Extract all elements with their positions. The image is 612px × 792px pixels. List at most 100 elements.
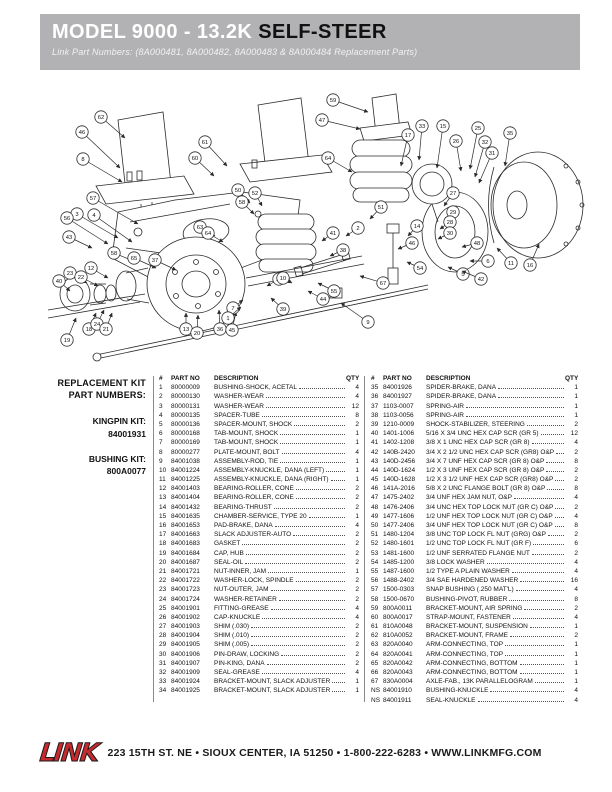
- dot-leader: [540, 434, 564, 436]
- quantity: 2: [355, 420, 359, 428]
- part-number: 1485-1200: [383, 558, 415, 566]
- callout-number: 63: [197, 225, 203, 231]
- part-description: BRACKET-MOUNT, FRAME: [426, 632, 508, 640]
- part-description: TAB-MOUNT, SHOCK: [214, 430, 279, 438]
- row-number: 17: [159, 531, 167, 539]
- row-number: 14: [159, 503, 167, 511]
- quantity: 2: [574, 531, 578, 539]
- dot-leader: [295, 498, 345, 500]
- part-description: SPIDER-BRAKE, DANA: [426, 384, 497, 392]
- callout-number: 58: [111, 251, 117, 257]
- quantity: 1: [574, 678, 578, 686]
- part-number: 800A0017: [383, 613, 413, 621]
- part-number: 1103-0056: [383, 411, 414, 419]
- callout-number: 36: [217, 327, 223, 333]
- part-number: 1480-1601: [383, 540, 415, 548]
- quantity: 2: [355, 549, 359, 557]
- callout-number: 24: [94, 322, 101, 328]
- part-description: FITTING-GREASE: [214, 604, 269, 612]
- callout-number: 32: [482, 140, 488, 146]
- part-description: SPRING-AIR: [426, 411, 464, 419]
- dot-leader: [498, 397, 564, 399]
- part-number: 80000168: [171, 430, 200, 438]
- callout-64: 64: [201, 226, 224, 243]
- part-number: 84001723: [171, 586, 200, 594]
- callout-number: 12: [88, 266, 94, 272]
- part-number: 84001683: [171, 540, 200, 548]
- part-number: 84001904: [171, 632, 200, 640]
- callout-65: 65: [127, 251, 157, 269]
- quantity: 1: [355, 439, 359, 447]
- table-header-row: # PART NO DESCRIPTION QTY: [159, 374, 359, 383]
- dot-leader: [295, 581, 345, 583]
- callout-9: 9: [340, 302, 375, 329]
- kingpin-kit-label: KINGPIN KIT:: [92, 416, 146, 427]
- row-number: 19: [159, 549, 167, 557]
- quantity: 2: [574, 604, 578, 612]
- callout-54: 54: [406, 261, 427, 275]
- callout-number: 55: [331, 289, 337, 295]
- part-description: SHOCK-STABILIZER, STEERING: [426, 420, 525, 428]
- callout-number: 13: [183, 327, 189, 333]
- part-number: 800A0011: [383, 604, 413, 612]
- dot-leader: [524, 608, 564, 610]
- quantity: 8: [574, 595, 578, 603]
- callout-22: 22: [74, 270, 99, 287]
- quantity: 1: [355, 457, 359, 465]
- dot-leader: [332, 691, 345, 693]
- callout-number: 10: [280, 276, 286, 282]
- callout-number: 67: [380, 281, 386, 287]
- dot-leader: [534, 682, 564, 684]
- callout-number: 58: [239, 200, 245, 206]
- callout-number: 64: [205, 231, 212, 237]
- part-number: 84001909: [171, 669, 200, 676]
- quantity: 4: [574, 439, 578, 447]
- part-description: PIN-KING, DANA: [214, 659, 265, 667]
- dot-leader: [554, 516, 564, 518]
- divider-sidebar-table: [153, 376, 154, 702]
- part-number: 80000136: [171, 420, 200, 428]
- dot-leader: [251, 627, 345, 629]
- quantity: 2: [574, 448, 578, 456]
- dot-leader: [547, 489, 564, 491]
- part-number: 84001903: [171, 623, 200, 631]
- quantity: 2: [574, 632, 578, 640]
- dot-leader: [509, 599, 564, 601]
- callout-number: 45: [229, 328, 235, 334]
- callout-number: 44: [320, 297, 327, 303]
- dot-leader: [526, 424, 564, 426]
- callout-45: 45: [225, 311, 239, 337]
- part-description: ARM-CONNECTING, BOTTOM: [426, 669, 518, 676]
- callout-4: 4: [87, 208, 133, 243]
- quantity: 4: [355, 522, 359, 529]
- part-number: 1481-1600: [383, 549, 415, 557]
- quantity: 8: [574, 485, 578, 493]
- callout-60: 60: [188, 151, 215, 177]
- row-number: 54: [371, 558, 379, 566]
- callout-number: 59: [330, 98, 336, 104]
- page-title: MODEL 9000 - 13.2K SELF-STEER: [52, 21, 568, 44]
- row-number: 64: [371, 650, 379, 658]
- header-qty: QTY: [565, 375, 578, 382]
- callout-number: 26: [453, 139, 459, 145]
- callout-number: 64: [325, 156, 332, 162]
- row-number: 28: [159, 632, 167, 640]
- quantity: 12: [351, 402, 359, 410]
- row-number: 42: [371, 448, 379, 456]
- dot-leader: [261, 415, 345, 417]
